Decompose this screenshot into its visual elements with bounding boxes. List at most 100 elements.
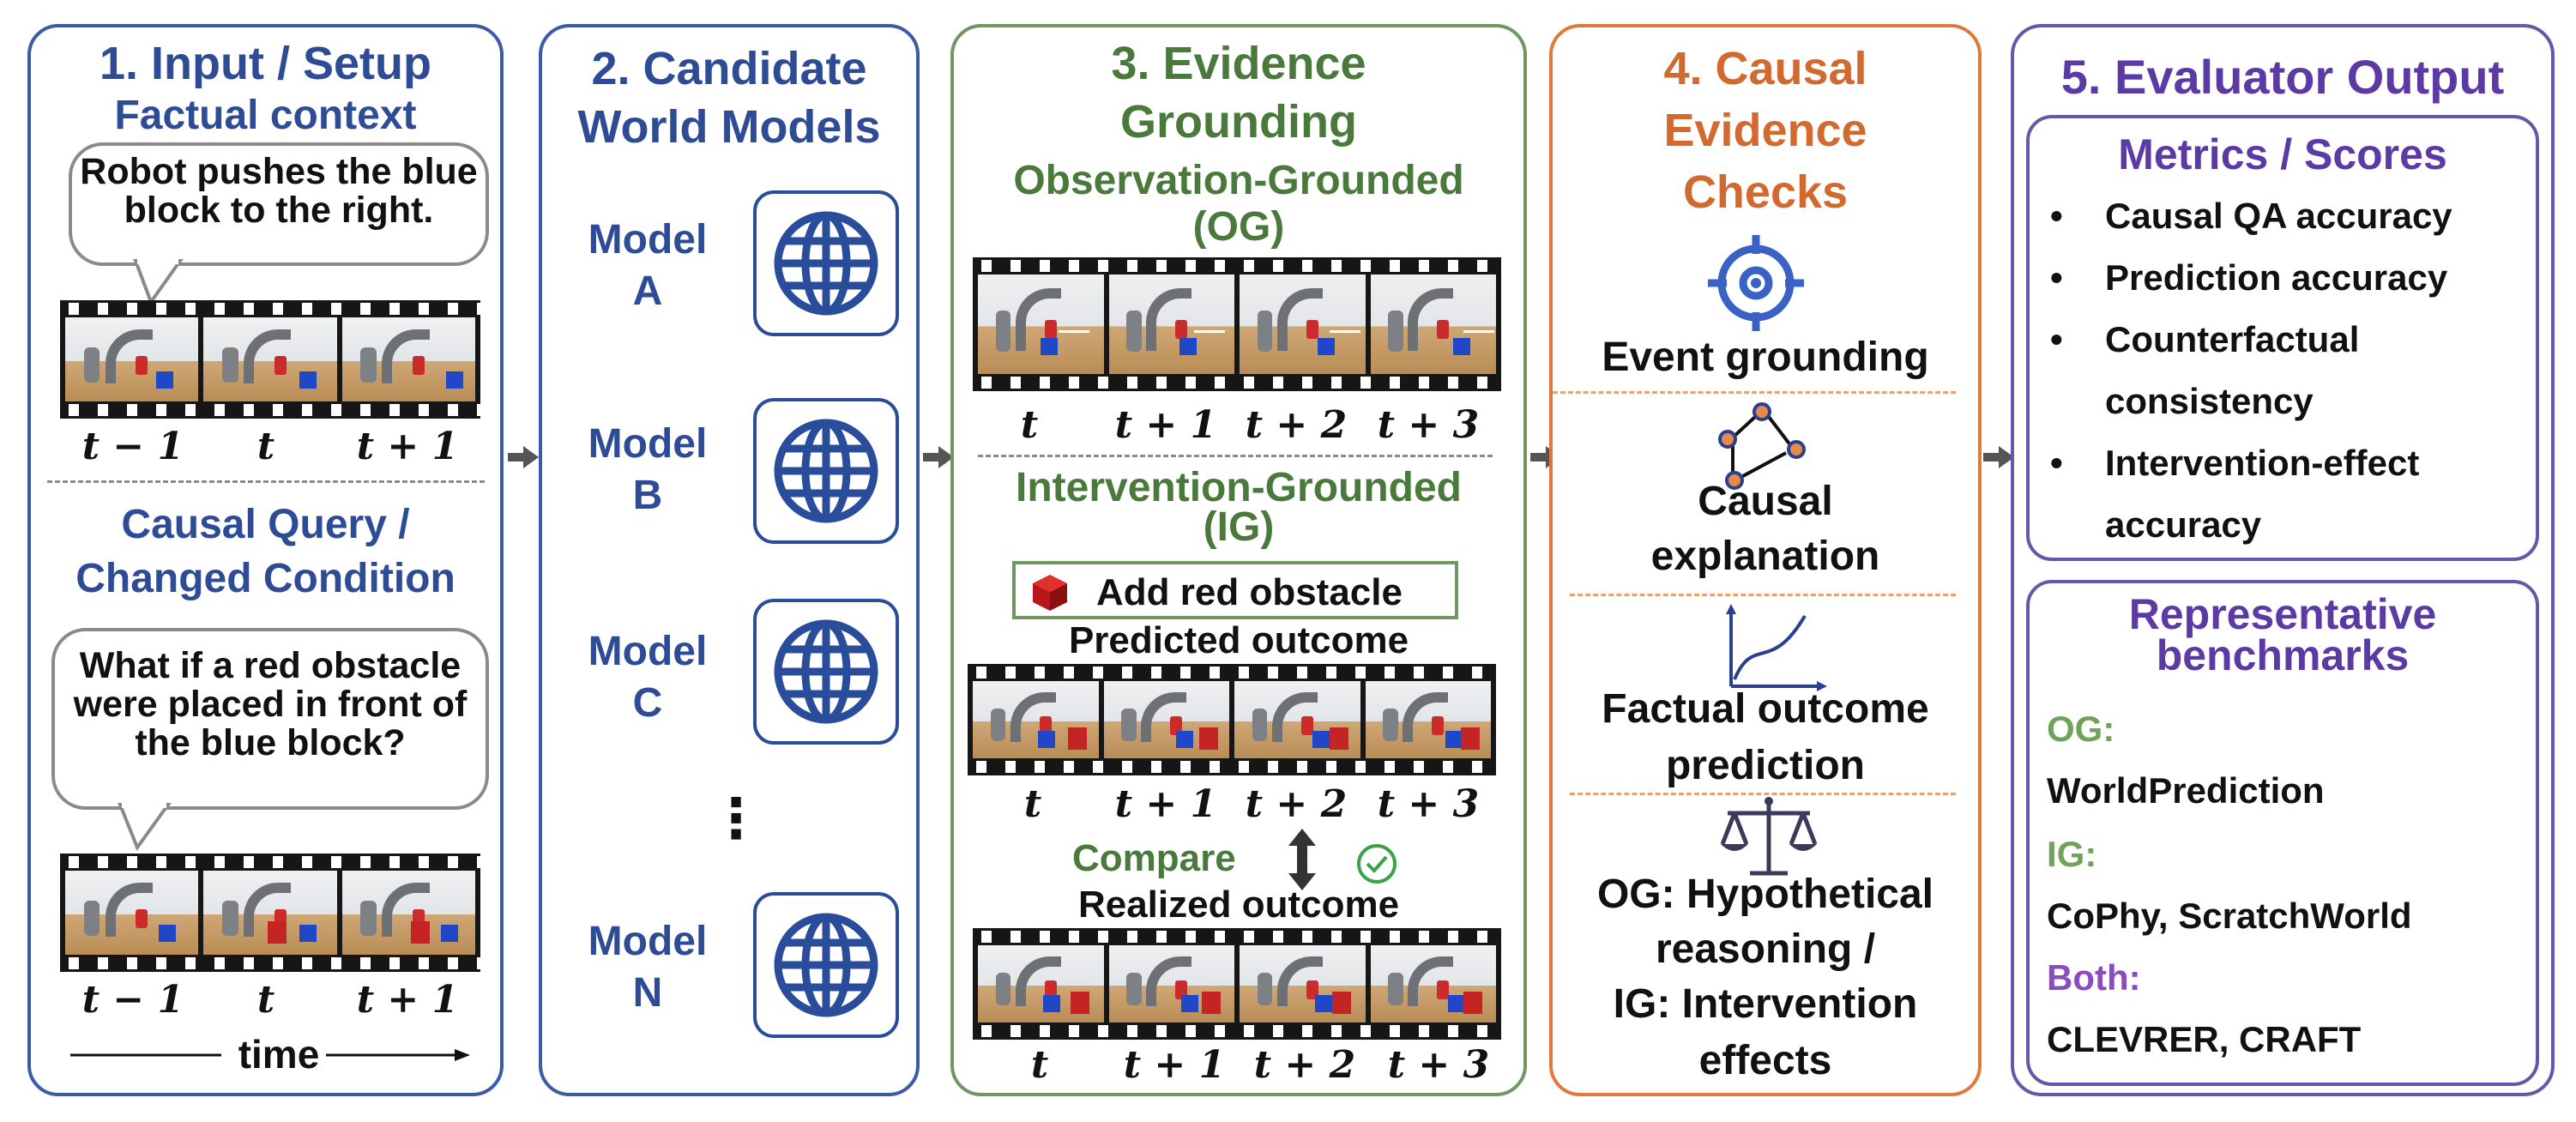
- causal-query-text: What if a red obstacle were placed in fr…: [73, 645, 468, 764]
- panel5-title: 5. Evaluator Output: [2060, 50, 2505, 104]
- time-label: t + 2: [1253, 1043, 1356, 1087]
- video-frame: [203, 317, 337, 401]
- model-letter: N: [632, 970, 663, 1016]
- benchmarks-box: [2026, 580, 2539, 1086]
- video-frame: [1108, 274, 1234, 374]
- time-label: t + 1: [356, 425, 459, 468]
- model-b-card[interactable]: [753, 398, 899, 544]
- panel4-title-line3: Checks: [1682, 166, 1849, 218]
- model-n-label: Model N: [558, 916, 738, 1019]
- flow-arrow-right: [1983, 446, 2014, 468]
- model-b-label: Model B: [558, 419, 738, 522]
- query-filmstrip: [60, 854, 480, 972]
- metric-intervention-1: Intervention-effect: [2105, 443, 2420, 483]
- ig-bench-value: CoPhy, ScratchWorld: [2047, 896, 2412, 936]
- time-label: t: [1030, 1043, 1049, 1087]
- check-hypothetical-4: effects: [1698, 1038, 1832, 1083]
- ig-bench-label: IG:: [2047, 834, 2097, 874]
- model-name: Model: [588, 217, 708, 262]
- panel1-title: 1. Input / Setup: [100, 38, 431, 89]
- panel4-title-line1: 4. Causal: [1663, 43, 1867, 94]
- section-divider: [978, 455, 1493, 457]
- panel4-title-line2: Evidence: [1663, 105, 1867, 156]
- metrics-title: Metrics / Scores: [2118, 130, 2447, 178]
- globe-icon: [774, 619, 878, 724]
- flow-arrow-right: [508, 446, 539, 468]
- check-hypothetical-1: OG: Hypothetical: [1596, 872, 1934, 917]
- both-bench-value: CLEVRER, CRAFT: [2047, 1019, 2362, 1059]
- time-label: t: [1020, 403, 1039, 447]
- time-label: t + 3: [1387, 1043, 1490, 1087]
- both-bench-label: Both:: [2047, 957, 2141, 998]
- time-label: t + 1: [1114, 782, 1217, 826]
- check-causal-explanation-2: explanation: [1650, 534, 1880, 579]
- video-frame: [1370, 274, 1496, 374]
- benchmarks-title-1: Representative: [2128, 590, 2437, 638]
- section-divider: [47, 480, 485, 483]
- model-name: Model: [588, 421, 708, 467]
- factual-context-text: Robot pushes the blue block to the right…: [80, 151, 478, 232]
- scale-icon: [1720, 797, 1818, 876]
- video-frame: [1365, 681, 1491, 758]
- model-letter: B: [632, 473, 663, 518]
- check-circle-icon: [1357, 844, 1397, 884]
- model-a-card[interactable]: [753, 190, 899, 336]
- panel3-title-line1: 3. Evidence: [1111, 38, 1366, 89]
- model-c-card[interactable]: [753, 599, 899, 745]
- red-cube-icon: [1033, 575, 1067, 611]
- metric-counterfactual-2: consistency: [2105, 381, 2314, 421]
- time-label: t: [1023, 782, 1042, 826]
- model-a-label: Model A: [558, 214, 738, 317]
- globe-icon: [774, 419, 878, 523]
- panel3-title-line2: Grounding: [1120, 96, 1357, 148]
- factual-context-bubble: Robot pushes the blue block to the right…: [69, 142, 489, 266]
- model-letter: A: [632, 268, 663, 314]
- time-axis-label: time: [238, 1032, 320, 1077]
- benchmarks-title-2: benchmarks: [2156, 631, 2410, 679]
- metric-prediction: Prediction accuracy: [2105, 257, 2448, 298]
- video-frame: [1234, 681, 1360, 758]
- intervention-box: Add red obstacle: [1012, 561, 1458, 619]
- metric-causal-qa: Causal QA accuracy: [2105, 196, 2452, 236]
- video-frame: [1103, 681, 1229, 758]
- globe-icon: [774, 211, 878, 316]
- factual-filmstrip: [60, 300, 480, 419]
- og-title-line1: Observation-Grounded: [1013, 158, 1464, 203]
- causal-graph-icon: [1718, 402, 1806, 490]
- time-label: t + 3: [1377, 403, 1480, 447]
- time-label: t + 1: [1114, 403, 1217, 447]
- panel-candidate-models: [539, 24, 920, 1096]
- check-hypothetical-2: reasoning /: [1655, 926, 1876, 972]
- og-filmstrip: [973, 257, 1501, 391]
- model-name: Model: [588, 919, 708, 964]
- og-bench-value: WorldPrediction: [2047, 770, 2325, 811]
- compare-label: Compare: [1072, 837, 1236, 879]
- curve-plot-icon: [1726, 604, 1827, 691]
- video-frame: [1240, 945, 1366, 1022]
- video-frame: [341, 871, 475, 955]
- flow-arrow-right: [923, 446, 954, 468]
- more-models-ellipsis: ⋮: [709, 787, 763, 849]
- bubble-tail: [133, 259, 184, 306]
- video-frame: [341, 317, 475, 401]
- bullet-dot: •: [2050, 443, 2063, 483]
- video-frame: [65, 871, 199, 955]
- section-divider: [1553, 391, 1956, 394]
- model-n-card[interactable]: [753, 892, 899, 1038]
- changed-condition-title: Changed Condition: [75, 556, 455, 601]
- model-letter: C: [632, 680, 663, 726]
- video-frame: [1240, 274, 1366, 374]
- panel1-subtitle: Factual context: [114, 93, 417, 138]
- time-label: t − 1: [81, 978, 184, 1022]
- time-label: t: [256, 425, 275, 468]
- compare-double-arrow-icon: [1288, 829, 1316, 890]
- time-axis-arrow: [70, 1049, 470, 1061]
- section-divider: [1570, 594, 1956, 596]
- og-title-line2: (OG): [1192, 204, 1285, 250]
- predicted-filmstrip: [968, 664, 1496, 775]
- model-c-label: Model C: [558, 626, 738, 729]
- time-label: t: [256, 978, 275, 1022]
- panel2-title-line1: 2. Candidate: [591, 43, 867, 94]
- check-causal-explanation-1: Causal: [1698, 479, 1833, 524]
- causal-query-title: Causal Query /: [121, 502, 410, 547]
